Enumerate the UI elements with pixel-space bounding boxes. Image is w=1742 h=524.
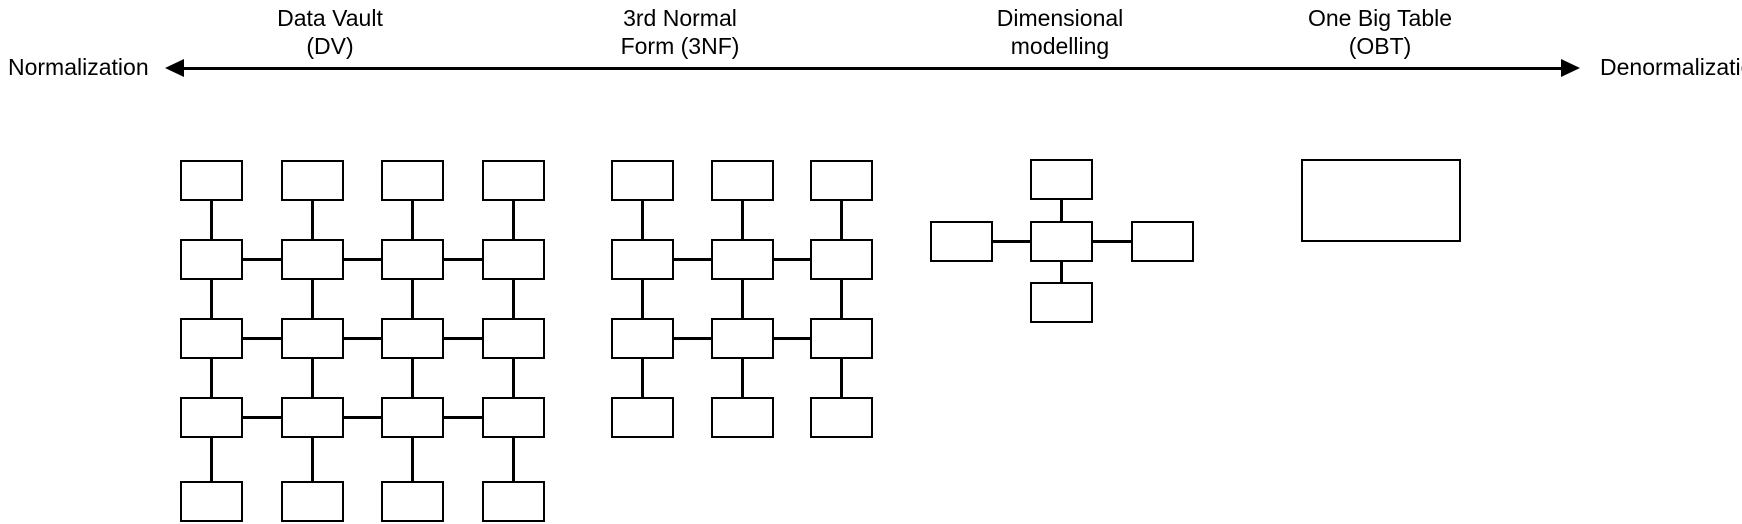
connector-horizontal bbox=[243, 337, 281, 340]
node-box bbox=[281, 481, 344, 522]
node-box bbox=[482, 481, 545, 522]
spectrum-axis-line bbox=[184, 67, 1561, 70]
connector-horizontal bbox=[774, 337, 810, 340]
node-box bbox=[611, 160, 674, 201]
connector-vertical bbox=[411, 359, 414, 397]
node-box bbox=[711, 239, 774, 280]
node-box bbox=[381, 318, 444, 359]
connector-vertical bbox=[512, 280, 515, 318]
connector-vertical bbox=[311, 280, 314, 318]
axis-label-normalization: Normalization bbox=[8, 54, 149, 80]
connector-vertical bbox=[311, 201, 314, 239]
node-box bbox=[281, 239, 344, 280]
connector-horizontal bbox=[674, 258, 711, 261]
node-box bbox=[180, 160, 243, 201]
connector-horizontal bbox=[344, 337, 381, 340]
node-box-bottom bbox=[1030, 282, 1093, 323]
connector-horizontal bbox=[243, 416, 281, 419]
connector-horizontal bbox=[344, 258, 381, 261]
node-box bbox=[482, 397, 545, 438]
node-box bbox=[810, 318, 873, 359]
node-box bbox=[482, 160, 545, 201]
connector-vertical bbox=[311, 359, 314, 397]
connector-vertical bbox=[1060, 200, 1063, 221]
node-box bbox=[180, 481, 243, 522]
connector-horizontal bbox=[444, 337, 482, 340]
connector-vertical bbox=[210, 359, 213, 397]
node-box-one-big-table bbox=[1301, 159, 1461, 242]
connector-vertical bbox=[741, 359, 744, 397]
stage-label-data-vault: Data Vault (DV) bbox=[277, 5, 383, 59]
node-box bbox=[281, 318, 344, 359]
connector-vertical bbox=[1060, 262, 1063, 282]
connector-horizontal bbox=[674, 337, 711, 340]
connector-horizontal bbox=[444, 416, 482, 419]
node-box bbox=[381, 160, 444, 201]
node-box bbox=[611, 397, 674, 438]
connector-vertical bbox=[641, 359, 644, 397]
connector-vertical bbox=[512, 359, 515, 397]
connector-vertical bbox=[512, 438, 515, 481]
node-box bbox=[611, 239, 674, 280]
connector-horizontal bbox=[774, 258, 810, 261]
node-box bbox=[711, 318, 774, 359]
connector-vertical bbox=[840, 359, 843, 397]
node-box bbox=[711, 397, 774, 438]
connector-horizontal bbox=[1093, 240, 1131, 243]
node-box bbox=[180, 239, 243, 280]
node-box bbox=[482, 318, 545, 359]
stage-label-third-normal-form: 3rd Normal Form (3NF) bbox=[620, 5, 740, 59]
connector-vertical bbox=[411, 280, 414, 318]
connector-horizontal bbox=[993, 240, 1030, 243]
node-box bbox=[180, 318, 243, 359]
arrow-head-right-icon bbox=[1561, 59, 1580, 77]
connector-horizontal bbox=[344, 416, 381, 419]
node-box-center bbox=[1030, 221, 1093, 262]
stage-label-dimensional-modelling: Dimensional modelling bbox=[996, 5, 1124, 59]
connector-vertical bbox=[311, 438, 314, 481]
node-box bbox=[611, 318, 674, 359]
node-box bbox=[810, 160, 873, 201]
node-box bbox=[482, 239, 545, 280]
connector-vertical bbox=[641, 280, 644, 318]
connector-vertical bbox=[210, 280, 213, 318]
node-box bbox=[281, 160, 344, 201]
connector-vertical bbox=[512, 201, 515, 239]
connector-vertical bbox=[411, 201, 414, 239]
connector-vertical bbox=[840, 280, 843, 318]
node-box bbox=[810, 239, 873, 280]
connector-vertical bbox=[210, 201, 213, 239]
node-box bbox=[711, 160, 774, 201]
node-box bbox=[180, 397, 243, 438]
node-box-top bbox=[1030, 159, 1093, 200]
connector-vertical bbox=[411, 438, 414, 481]
node-box bbox=[381, 239, 444, 280]
node-box bbox=[381, 481, 444, 522]
connector-vertical bbox=[840, 201, 843, 239]
connector-vertical bbox=[741, 201, 744, 239]
node-box bbox=[281, 397, 344, 438]
connector-horizontal bbox=[444, 258, 482, 261]
node-box bbox=[810, 397, 873, 438]
node-box-left bbox=[930, 221, 993, 262]
axis-label-denormalization: Denormalization bbox=[1600, 54, 1742, 80]
node-box bbox=[381, 397, 444, 438]
stage-label-one-big-table: One Big Table (OBT) bbox=[1307, 5, 1453, 59]
connector-vertical bbox=[210, 438, 213, 481]
connector-vertical bbox=[641, 201, 644, 239]
arrow-head-left-icon bbox=[165, 59, 184, 77]
connector-vertical bbox=[741, 280, 744, 318]
connector-horizontal bbox=[243, 258, 281, 261]
node-box-right bbox=[1131, 221, 1194, 262]
